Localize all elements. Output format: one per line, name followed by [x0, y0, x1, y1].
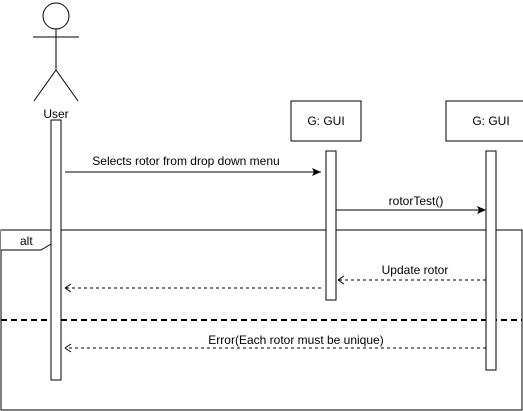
message-error-unique-arrowhead — [64, 343, 72, 353]
actor-label: User — [43, 107, 68, 121]
message-select-rotor-label: Selects rotor from drop down menu — [92, 154, 279, 168]
lifeline-1-label: G: GUI — [307, 114, 344, 128]
message-rotor-test-label: rotorTest() — [389, 194, 444, 208]
actor-left-leg — [33, 69, 57, 102]
user-actor-figure — [33, 2, 79, 102]
actor-right-leg — [55, 69, 79, 102]
message-error-unique-label: Error(Each rotor must be unique) — [208, 333, 383, 347]
lifeline-2-box — [445, 100, 523, 142]
lifeline-1: G: GUI — [290, 100, 362, 142]
message-update-rotor-label: Update rotor — [382, 263, 449, 277]
gui-1-activation-bar — [325, 150, 337, 301]
lifeline-1-box — [290, 100, 362, 142]
actor-head — [42, 2, 70, 30]
message-return-user-arrowhead — [64, 283, 72, 293]
message-rotor-test: rotorTest() — [336, 194, 486, 214]
message-update-rotor: Update rotor — [337, 263, 486, 285]
lifeline-2-label: G: GUI — [472, 114, 509, 128]
message-select-rotor: Selects rotor from drop down menu — [65, 154, 321, 176]
alt-operator-label: alt — [20, 234, 33, 248]
gui-2-activation-bar — [485, 150, 497, 371]
user-activation-bar — [50, 119, 62, 381]
alt-fragment: alt — [0, 229, 523, 411]
message-update-rotor-arrowhead — [337, 275, 345, 285]
message-error-unique: Error(Each rotor must be unique) — [64, 333, 486, 353]
lifeline-2: G: GUI — [445, 100, 523, 142]
message-return-user — [64, 283, 321, 293]
